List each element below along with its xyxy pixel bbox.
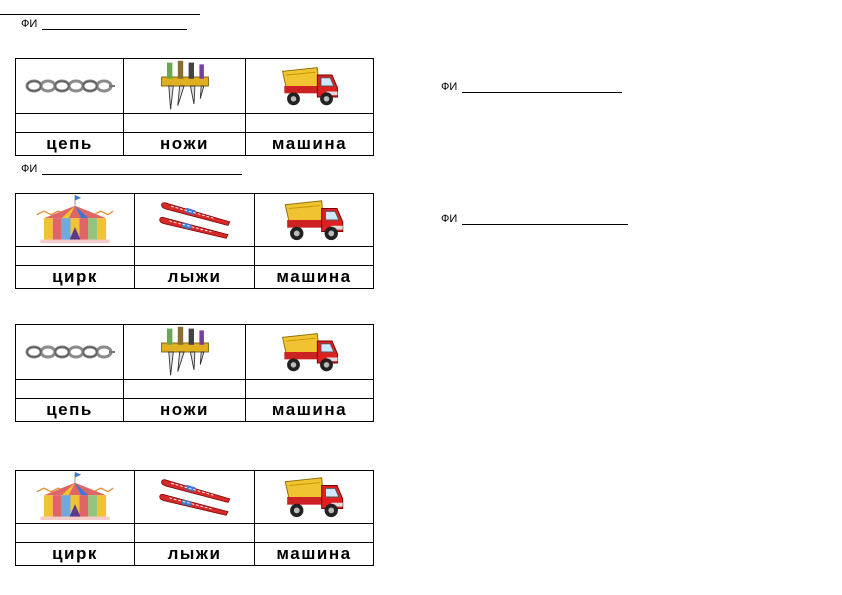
word-cell: цепь [15, 132, 124, 156]
name-line[interactable] [42, 19, 188, 30]
fi-label: ФИ [441, 213, 458, 225]
word-cell: цирк [15, 542, 135, 566]
answer-cell[interactable] [15, 246, 135, 266]
name-field-3: ФИ [441, 81, 623, 93]
picture-cell [245, 58, 374, 114]
name-field-1: ФИ [21, 18, 188, 30]
fi-label: ФИ [21, 18, 38, 30]
picture-cell [134, 193, 255, 247]
chain-icon [25, 342, 115, 362]
answer-cell[interactable] [15, 379, 124, 399]
answer-cell[interactable] [15, 523, 135, 543]
name-line[interactable] [42, 164, 243, 175]
fi-label: ФИ [441, 81, 458, 93]
knives-icon [157, 325, 213, 379]
name-line[interactable] [462, 82, 623, 93]
word-cell: машина [245, 132, 374, 156]
word-cell: ножи [123, 398, 246, 422]
worksheet-table-2: цирк лыжи машина [15, 193, 374, 289]
picture-cell [15, 470, 135, 524]
picture-cell [254, 193, 374, 247]
knives-icon [157, 59, 213, 113]
skis-icon [158, 475, 232, 519]
picture-cell [15, 58, 124, 114]
worksheet-table-3: цепь ножи машина [15, 324, 374, 422]
picture-cell [254, 470, 374, 524]
skis-icon [158, 198, 232, 242]
top-rule [0, 14, 200, 15]
answer-cell[interactable] [254, 246, 374, 266]
answer-cell[interactable] [134, 523, 255, 543]
word-cell: лыжи [134, 542, 255, 566]
word-cell: машина [245, 398, 374, 422]
dump-truck-icon [283, 474, 345, 520]
word-cell: цепь [15, 398, 124, 422]
name-field-2: ФИ [21, 163, 243, 175]
answer-cell[interactable] [245, 113, 374, 133]
answer-cell[interactable] [254, 523, 374, 543]
chain-icon [25, 76, 115, 96]
answer-cell[interactable] [15, 113, 124, 133]
word-cell: лыжи [134, 265, 255, 289]
word-cell: цирк [15, 265, 135, 289]
word-cell: ножи [123, 132, 246, 156]
answer-cell[interactable] [134, 246, 255, 266]
picture-cell [15, 324, 124, 380]
worksheet-table-4: цирк лыжи машина [15, 470, 374, 566]
answer-cell[interactable] [245, 379, 374, 399]
dump-truck-icon [280, 330, 340, 374]
picture-cell [134, 470, 255, 524]
picture-cell [123, 58, 246, 114]
picture-cell [15, 193, 135, 247]
name-line[interactable] [462, 214, 629, 225]
circus-tent-icon [35, 472, 115, 522]
word-cell: машина [254, 265, 374, 289]
circus-tent-icon [35, 195, 115, 245]
worksheet-table-1: цепь ножи машина [15, 58, 374, 156]
dump-truck-icon [283, 197, 345, 243]
picture-cell [123, 324, 246, 380]
picture-cell [245, 324, 374, 380]
fi-label: ФИ [21, 163, 38, 175]
dump-truck-icon [280, 64, 340, 108]
name-field-4: ФИ [441, 213, 629, 225]
answer-cell[interactable] [123, 379, 246, 399]
word-cell: машина [254, 542, 374, 566]
answer-cell[interactable] [123, 113, 246, 133]
